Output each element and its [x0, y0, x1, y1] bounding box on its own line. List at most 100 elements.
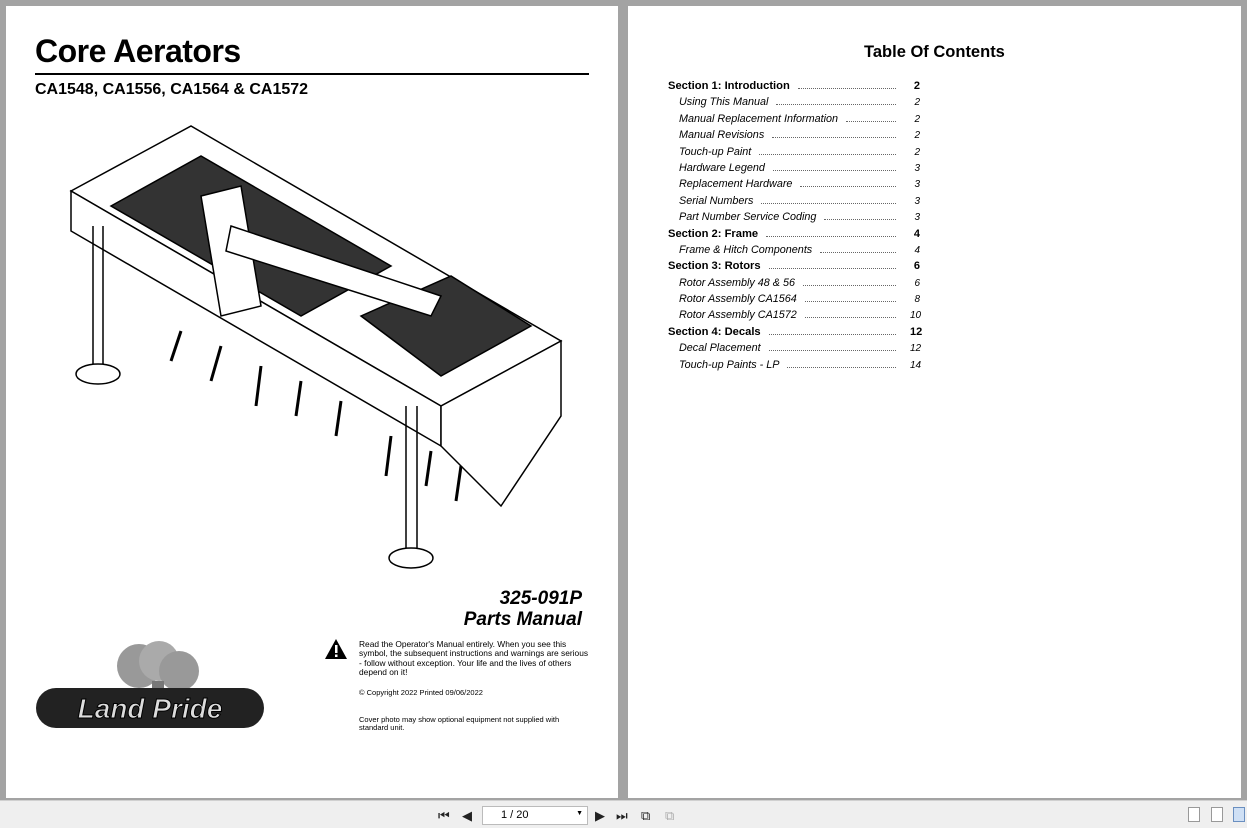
- dot-leader: [846, 120, 896, 122]
- dot-leader: [768, 333, 896, 335]
- toc-entry-page: 2: [914, 146, 920, 158]
- toc-entry-label: Frame & Hitch Components: [679, 243, 813, 256]
- toc-entry-label: Rotor Assembly CA1572: [679, 309, 797, 322]
- toc-entry[interactable]: Hardware Legend 3: [668, 162, 920, 178]
- toc-entry[interactable]: Part Number Service Coding 3: [668, 211, 920, 227]
- dot-leader: [820, 251, 896, 253]
- toc-entry-page: 3: [914, 179, 920, 191]
- toc-title: Table Of Contents: [864, 43, 1005, 61]
- dot-leader: [772, 169, 896, 171]
- dot-leader: [800, 186, 896, 188]
- toc-entry-label: Touch-up Paint: [679, 145, 752, 158]
- dot-leader: [766, 235, 896, 237]
- toc-entry-page: 4: [914, 244, 920, 256]
- toc-entry-page: 14: [910, 359, 922, 371]
- toc-entry-page: 10: [910, 310, 922, 322]
- toc-entry-label: Touch-up Paints - LP: [679, 358, 780, 371]
- svg-text:Land Pride: Land Pride: [78, 693, 223, 724]
- toc-entry[interactable]: Section 2: Frame 4: [668, 228, 920, 244]
- toc-entry-page: 2: [913, 80, 920, 92]
- dot-leader: [759, 153, 896, 155]
- model-numbers: CA1548, CA1556, CA1564 & CA1572: [35, 81, 309, 98]
- toc-entry-page: 2: [914, 97, 920, 109]
- left-page: Core Aerators CA1548, CA1556, CA1564 & C…: [6, 6, 618, 798]
- toc-entry-page: 6: [914, 277, 920, 289]
- safety-warning: Read the Operator's Manual entirely. Whe…: [359, 639, 589, 678]
- toc-entry[interactable]: Using This Manual 2: [668, 96, 920, 112]
- toc-entry-page: 3: [914, 195, 920, 207]
- toc-entry[interactable]: Section 1: Introduction 2: [668, 80, 920, 96]
- toc-entry-label: Manual Revisions: [679, 129, 765, 142]
- toc-entry-page: 3: [914, 162, 920, 174]
- toc-entry[interactable]: Serial Numbers 3: [668, 195, 920, 211]
- toc-entry[interactable]: Touch-up Paints - LP 14: [668, 358, 922, 375]
- toc-entry-label: Part Number Service Coding: [679, 211, 817, 224]
- dot-leader: [804, 301, 896, 303]
- toc-entry-label: Rotor Assembly 48 & 56: [679, 276, 796, 289]
- toc-entry-page: 12: [910, 325, 923, 338]
- toc-entry-label: Rotor Assembly CA1564: [679, 293, 797, 306]
- single-page-view-icon[interactable]: [1188, 807, 1200, 822]
- two-page-view-icon[interactable]: [1233, 807, 1245, 822]
- next-page-button[interactable]: ▶: [595, 808, 605, 823]
- paste-page-icon[interactable]: ⧉: [665, 808, 675, 823]
- toc-entry-label: Section 2: Frame: [668, 227, 759, 240]
- toc-entry[interactable]: Manual Revisions 2: [668, 129, 920, 145]
- toc-entry[interactable]: Manual Replacement Information 2: [668, 113, 920, 129]
- toc-entry-label: Manual Replacement Information: [679, 112, 839, 125]
- page-selector[interactable]: 1 / 20 ▼: [482, 806, 588, 825]
- toc-entry-label: Section 1: Introduction: [668, 80, 790, 92]
- continuous-view-icon[interactable]: [1211, 807, 1223, 822]
- toc-entry-page: 8: [914, 294, 920, 306]
- toc-entry-page: 2: [914, 130, 920, 142]
- toc-entry[interactable]: Rotor Assembly CA1572 10: [668, 309, 922, 325]
- toc-entry-label: Section 3: Rotors: [668, 260, 761, 273]
- dot-leader: [804, 317, 896, 319]
- dot-leader: [797, 88, 896, 89]
- toc-entry-label: Hardware Legend: [679, 161, 765, 174]
- toc-entry[interactable]: Decal Placement 12: [668, 342, 922, 358]
- toc-entry[interactable]: Replacement Hardware 3: [668, 178, 920, 194]
- toc-entry-label: Section 4: Decals: [668, 325, 761, 338]
- toc-entry[interactable]: Frame & Hitch Components 4: [668, 244, 920, 260]
- dot-leader: [768, 268, 896, 270]
- land-pride-logo: Land Pride: [36, 641, 264, 728]
- toc-entry[interactable]: Touch-up Paint 2: [668, 146, 920, 162]
- copy-page-icon[interactable]: ⧉: [641, 808, 651, 823]
- cover-note: Cover photo may show optional equipment …: [359, 715, 560, 732]
- toc-entry-page: 3: [914, 212, 920, 224]
- toc-entry-label: Using This Manual: [679, 96, 769, 109]
- dot-leader: [787, 366, 896, 368]
- toc-entry[interactable]: Section 4: Decals 12: [668, 325, 923, 342]
- document-title: Core Aerators: [35, 33, 241, 69]
- toc-entry[interactable]: Rotor Assembly 48 & 56 6: [668, 277, 920, 293]
- title-rule: [35, 73, 589, 75]
- first-page-button[interactable]: ⏮: [438, 808, 450, 823]
- manual-id: 325-091P Parts Manual: [464, 588, 582, 630]
- previous-page-button[interactable]: ◀: [462, 808, 472, 823]
- toc-entry-page: 4: [913, 227, 920, 240]
- toc-entry-page: 6: [913, 260, 920, 273]
- dot-leader: [824, 219, 896, 221]
- toc-entry-label: Decal Placement: [679, 342, 761, 355]
- last-page-button[interactable]: ⏭: [616, 808, 628, 823]
- dot-leader: [761, 202, 896, 204]
- chevron-down-icon: ▼: [576, 810, 583, 817]
- toc-entry-label: Serial Numbers: [679, 194, 754, 207]
- document-type: Parts Manual: [463, 609, 582, 630]
- aerator-illustration: [69, 125, 563, 569]
- toc-entry-page: 2: [914, 113, 920, 125]
- dot-leader: [768, 350, 896, 352]
- copyright: © Copyright 2022 Printed 09/06/2022: [359, 688, 483, 697]
- part-number: 325-091P: [499, 588, 582, 609]
- dot-leader: [772, 137, 896, 139]
- warning-icon: [325, 639, 347, 659]
- viewer-toolbar: ⏮ ◀ 1 / 20 ▼ ▶ ⏭ ⧉ ⧉: [0, 800, 1247, 828]
- toc-entry[interactable]: Rotor Assembly CA1564 8: [668, 293, 920, 309]
- dot-leader: [803, 284, 896, 286]
- dot-leader: [776, 104, 896, 106]
- toc-entry-label: Replacement Hardware: [679, 178, 793, 191]
- toc-entry[interactable]: Section 3: Rotors 6: [668, 260, 920, 276]
- toc-entry-page: 12: [910, 343, 922, 355]
